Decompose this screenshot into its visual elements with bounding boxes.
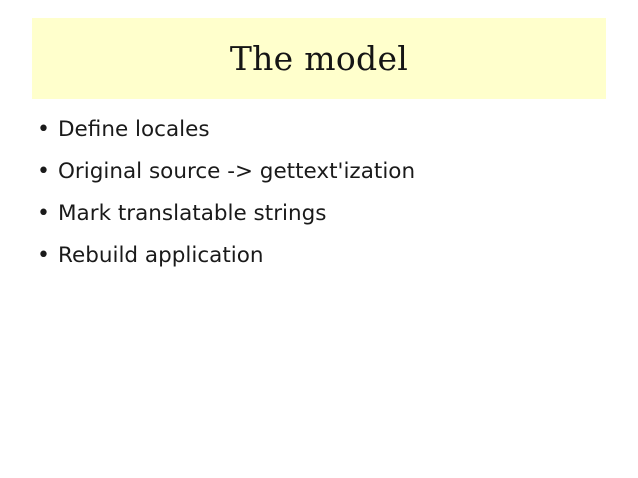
title-banner: The model (32, 18, 606, 99)
list-item: • Original source -> gettext'ization (32, 156, 612, 198)
page-title: The model (229, 39, 409, 78)
list-item-label: Original source -> gettext'ization (58, 159, 416, 184)
bullet-icon: • (37, 159, 50, 184)
bullet-icon: • (37, 243, 50, 268)
list-item-label: Define locales (58, 117, 210, 142)
list-item: • Define locales (32, 114, 612, 156)
bullet-list: • Define locales • Original source -> ge… (32, 114, 612, 282)
list-item: • Mark translatable strings (32, 198, 612, 240)
bullet-icon: • (37, 117, 50, 142)
list-item: • Rebuild application (32, 240, 612, 282)
list-item-label: Mark translatable strings (58, 201, 327, 226)
list-item-label: Rebuild application (58, 243, 264, 268)
bullet-icon: • (37, 201, 50, 226)
